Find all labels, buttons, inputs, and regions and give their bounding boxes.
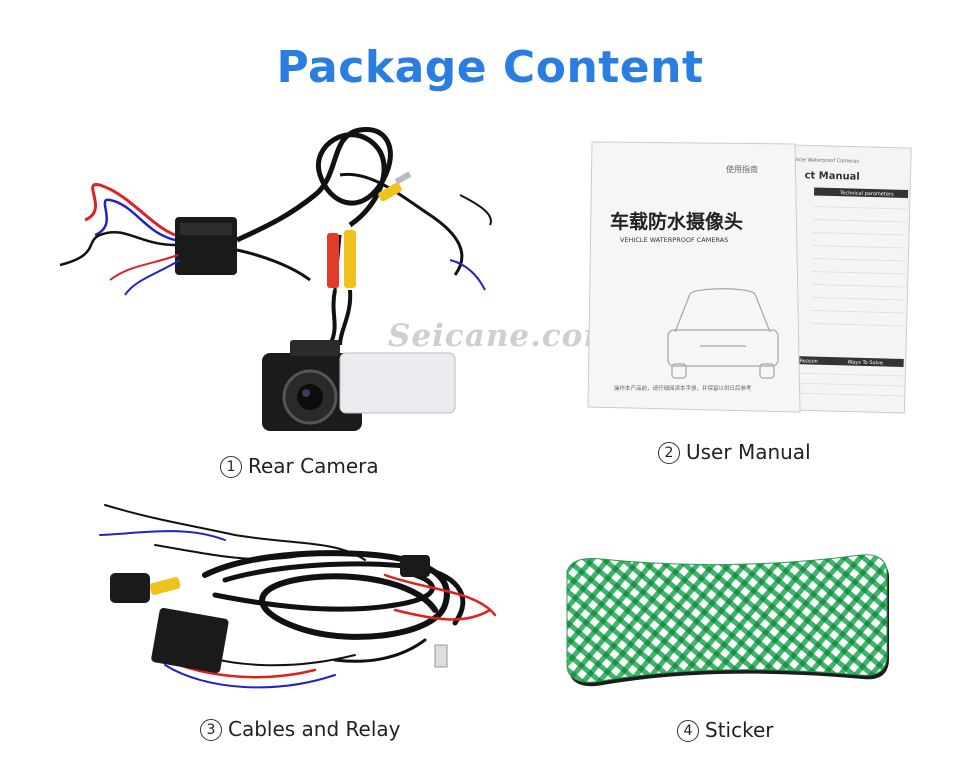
caption-cables-relay: 3 Cables and Relay [200, 717, 401, 741]
rear-camera-image [59, 127, 492, 431]
cables-relay-image [99, 504, 497, 689]
caption-label: Rear Camera [248, 454, 379, 478]
caption-user-manual: 2 User Manual [658, 440, 811, 464]
sticker-image [566, 554, 889, 687]
manual-ways: Ways To Solve [848, 359, 884, 366]
caption-sticker: 4 Sticker [677, 718, 774, 742]
manual-heading-cn: 车载防水摄像头 [610, 210, 743, 233]
manual-back-header: Vehicle Waterproof Cameras [788, 157, 860, 165]
user-manual-image: ct Manual Vehicle Waterproof Cameras Tec… [587, 141, 912, 414]
page-title: Package Content [276, 42, 704, 93]
caption-number: 4 [677, 720, 699, 742]
manual-back-title: ct Manual [804, 170, 860, 182]
caption-number: 2 [658, 442, 680, 464]
manual-footer: 操作本产品前，请仔细阅读本手册，并保留以供日后参考 [614, 384, 752, 392]
caption-rear-camera: 1 Rear Camera [220, 454, 379, 478]
watermark: Seicane.com [388, 318, 618, 354]
manual-top-text: 使用指南 [726, 164, 758, 174]
caption-label: Cables and Relay [228, 717, 401, 741]
manual-table-header: Technical parameters [839, 190, 894, 197]
manual-heading-en: VEHICLE WATERPROOF CAMERAS [620, 236, 728, 244]
caption-label: Sticker [705, 718, 774, 742]
caption-number: 1 [220, 456, 242, 478]
manual-reason: Reason [800, 358, 818, 364]
caption-number: 3 [200, 719, 222, 741]
caption-label: User Manual [686, 440, 811, 464]
